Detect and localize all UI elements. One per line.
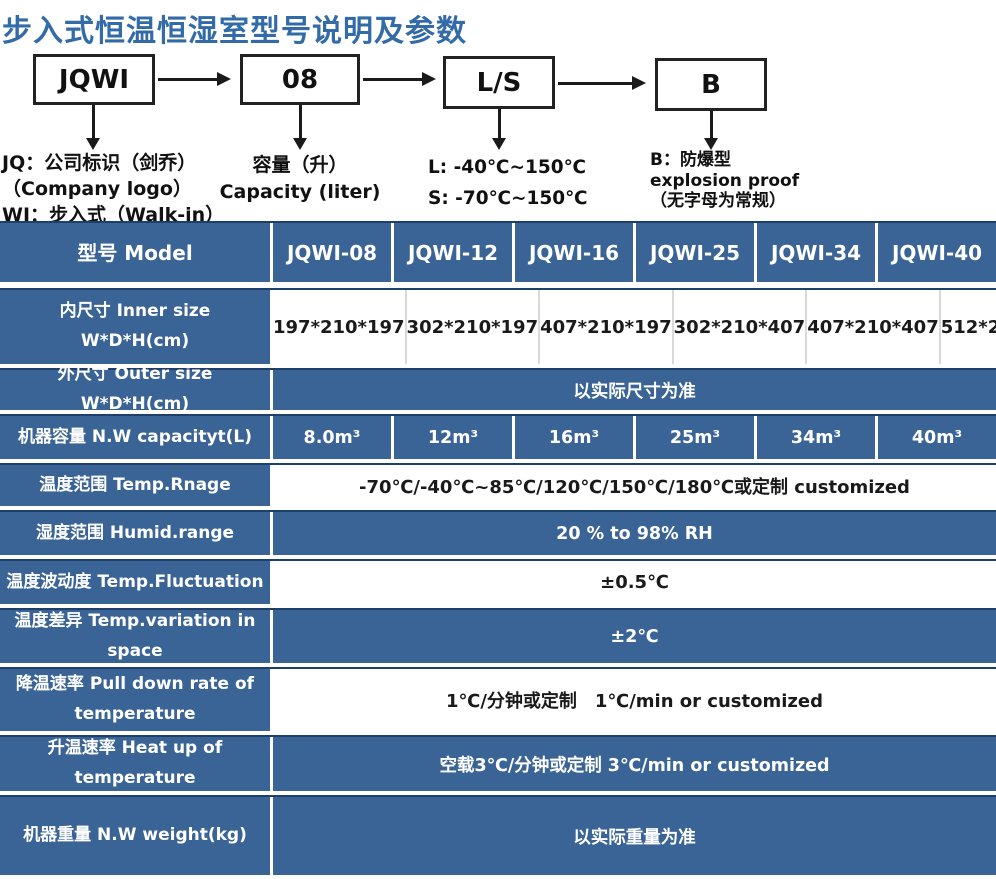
down-arrow-icon bbox=[704, 111, 718, 150]
table-row: 外尺寸 Outer size W*D*H(cm)以实际尺寸为准 bbox=[0, 364, 996, 414]
span-value-cell: ±2℃ bbox=[273, 610, 996, 663]
value-cell: 25m³ bbox=[636, 416, 754, 459]
row-label-cell: 温度波动度 Temp.Fluctuation bbox=[0, 561, 270, 604]
note-line: （Company logo） bbox=[2, 178, 192, 200]
row-label-cell: 外尺寸 Outer size W*D*H(cm) bbox=[0, 364, 270, 414]
flow-box-explosion-code: B bbox=[655, 58, 767, 111]
down-arrow-icon bbox=[86, 105, 100, 150]
model-header-cell: JQWI-12 bbox=[394, 223, 512, 282]
model-header-cell: JQWI-08 bbox=[273, 223, 391, 282]
row-label-cell: 温度范围 Temp.Rnage bbox=[0, 465, 270, 506]
value-cell: 512*210*407 bbox=[938, 290, 996, 364]
model-header-cell: JQWI-25 bbox=[636, 223, 754, 282]
value-cell: 407*210*197 bbox=[538, 290, 672, 364]
right-arrow-icon bbox=[158, 72, 231, 86]
flow-box-company-code: JQWI bbox=[33, 54, 155, 105]
value-cell: 197*210*197 bbox=[273, 290, 405, 364]
right-arrow-icon bbox=[363, 72, 436, 86]
note-line: B：防爆型 bbox=[650, 150, 731, 170]
model-code-diagram: JQWI 08 L/S B JQ：公司标识（剑乔） （Company logo）… bbox=[0, 0, 996, 226]
value-cell: 16m³ bbox=[515, 416, 633, 459]
note-line: （无字母为常规） bbox=[650, 191, 786, 211]
row-label-cell: 升温速率 Heat up of temperature bbox=[0, 737, 270, 791]
note-line: Capacity (liter) bbox=[219, 181, 381, 203]
table-row: 温度波动度 Temp.Fluctuation±0.5℃ bbox=[0, 559, 996, 604]
note-range-code: L: -40℃~150℃ S: -70℃~150℃ bbox=[428, 152, 588, 214]
value-cell: 407*210*407 bbox=[805, 290, 939, 364]
span-value-cell: 1℃/分钟或定制 1℃/min or customized bbox=[273, 669, 996, 731]
note-line: explosion proof bbox=[650, 170, 800, 191]
span-value-cell: 空载3℃/分钟或定制 3℃/min or customized bbox=[273, 737, 996, 791]
right-arrow-icon bbox=[558, 76, 646, 90]
span-value-cell: 以实际重量为准 bbox=[273, 797, 996, 875]
value-cell: 40m³ bbox=[878, 416, 996, 459]
model-header-cell: JQWI-40 bbox=[878, 223, 996, 282]
model-header-cell: JQWI-34 bbox=[757, 223, 875, 282]
value-cell: 302*210*197 bbox=[404, 290, 539, 364]
note-explosion-code: B：防爆型 explosion proof （无字母为常规） bbox=[650, 150, 799, 212]
note-line: WI：步入式（Walk-in） bbox=[2, 204, 225, 226]
table-row: 温度差异 Temp.variation in space±2℃ bbox=[0, 608, 996, 663]
span-value-cell: 以实际尺寸为准 bbox=[273, 370, 996, 410]
span-value-cell: -70℃/-40℃~85℃/120℃/150℃/180℃或定制 customiz… bbox=[273, 465, 996, 506]
value-cell: 302*210*407 bbox=[671, 290, 806, 364]
value-cell: 34m³ bbox=[757, 416, 875, 459]
note-line: JQ：公司标识（剑乔） bbox=[2, 152, 197, 174]
note-company-code: JQ：公司标识（剑乔） （Company logo） WI：步入式（Walk-i… bbox=[2, 150, 224, 228]
note-line: S: -70℃~150℃ bbox=[428, 188, 588, 209]
row-label-cell: 机器重量 N.W weight(kg) bbox=[0, 797, 270, 875]
down-arrow-icon bbox=[492, 109, 506, 150]
header-label-cell: 型号 Model bbox=[0, 223, 270, 282]
row-label-cell: 机器容量 N.W capacityt(L) bbox=[0, 416, 270, 459]
note-capacity-code: 容量（升） Capacity (liter) bbox=[192, 152, 408, 206]
note-line: L: -40℃~150℃ bbox=[428, 157, 586, 178]
model-header-cell: JQWI-16 bbox=[515, 223, 633, 282]
flow-box-range-code: L/S bbox=[443, 56, 555, 109]
page-title: 步入式恒温恒湿室型号说明及参数 bbox=[2, 14, 467, 49]
table-row: 机器重量 N.W weight(kg)以实际重量为准 bbox=[0, 795, 996, 875]
note-line: 容量（升） bbox=[252, 154, 348, 176]
value-cell: 8.0m³ bbox=[273, 416, 391, 459]
row-label-cell: 温度差异 Temp.variation in space bbox=[0, 610, 270, 663]
row-label-cell: 湿度范围 Humid.range bbox=[0, 512, 270, 555]
span-value-cell: 20 % to 98% RH bbox=[273, 512, 996, 555]
down-arrow-icon bbox=[293, 105, 307, 150]
row-label-cell: 内尺寸 Inner size W*D*H(cm) bbox=[0, 290, 270, 364]
flow-box-capacity-code: 08 bbox=[240, 54, 360, 105]
row-label-cell: 降温速率 Pull down rate of temperature bbox=[0, 669, 270, 731]
value-cell: 12m³ bbox=[394, 416, 512, 459]
table-row: 温度范围 Temp.Rnage-70℃/-40℃~85℃/120℃/150℃/1… bbox=[0, 463, 996, 506]
span-value-cell: ±0.5℃ bbox=[273, 561, 996, 604]
